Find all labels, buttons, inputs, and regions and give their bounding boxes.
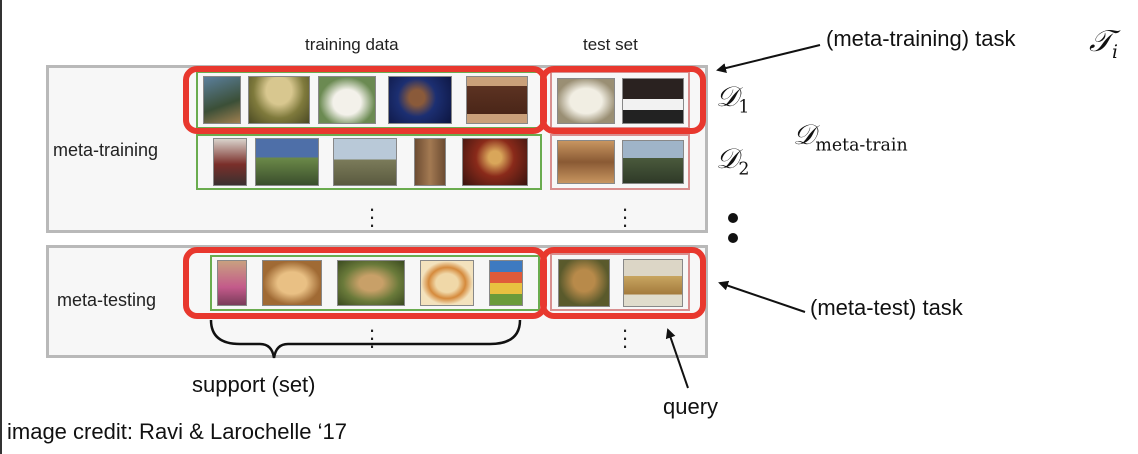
thumb-dog-image [318,76,376,124]
thumb-landscape-image [255,138,319,186]
highlight-d1-test [540,66,706,134]
task-symbol-label: 𝒯i [1089,24,1118,63]
row-label-meta-training: meta-training [53,140,159,160]
thumb-roaring-lion-image [337,260,405,306]
meta-test-query-box [550,253,690,311]
highlight-meta-test-query [540,247,706,319]
meta-test-support-box [210,255,540,311]
thumb-test-dog-image [557,78,615,124]
thumb-query-bowl-image [623,259,683,307]
arrow-to-meta-training-task [716,44,821,73]
thumb-singer-image [388,76,452,124]
dataset-d2-label: 𝒟2 [716,142,750,180]
thumb-bowls-image [489,260,523,306]
dataset-d1-label: 𝒟1 [716,80,750,118]
arrow-to-query [665,328,689,389]
thumb-mushroom-image [248,76,310,124]
image-credit-text: image credit: Ravi & Larochelle ‘17 [7,419,347,444]
thumb-girl-image [217,260,247,306]
header-training-data: training data [305,35,399,54]
more-query-dots: ··· [621,317,629,358]
d2-training-box [196,134,542,190]
meta-test-task-annotation: (meta-test) task [810,295,963,320]
thumb-test-piano-image [622,78,684,124]
thumb-golden-dog-image [262,260,322,306]
meta-training-task-annotation: (meta-training) task [826,26,1016,51]
slide-left-border [0,0,2,454]
thumb-query-lion-image [558,259,610,307]
meta-train-dataset-label: 𝒟meta-train [793,118,908,156]
thumb-bird-image [203,76,241,124]
support-set-annotation: support (set) [192,372,316,397]
more-support-dots: ··· [368,317,376,358]
thumb-knot-image [420,260,474,306]
query-annotation: query [663,394,719,419]
ellipsis-dot-2 [728,233,738,243]
arrow-to-meta-test-task [718,280,806,313]
more-training-tasks-dots: ··· [368,196,376,237]
thumb-barrel-image [414,138,446,186]
thumb-test-cliff-image [622,140,684,184]
more-test-sets-dots: ··· [621,196,629,237]
d2-test-box [550,134,690,190]
thumb-tank-image [333,138,397,186]
thumb-piano-image [466,76,528,124]
row-label-meta-testing: meta-testing [57,290,157,310]
thumb-carousel-image [462,138,528,186]
header-test-set: test set [583,35,638,54]
thumb-test-barrels-image [557,140,615,184]
thumb-person-image [213,138,247,186]
ellipsis-dot-1 [728,213,738,223]
support-set-brace [209,319,522,359]
